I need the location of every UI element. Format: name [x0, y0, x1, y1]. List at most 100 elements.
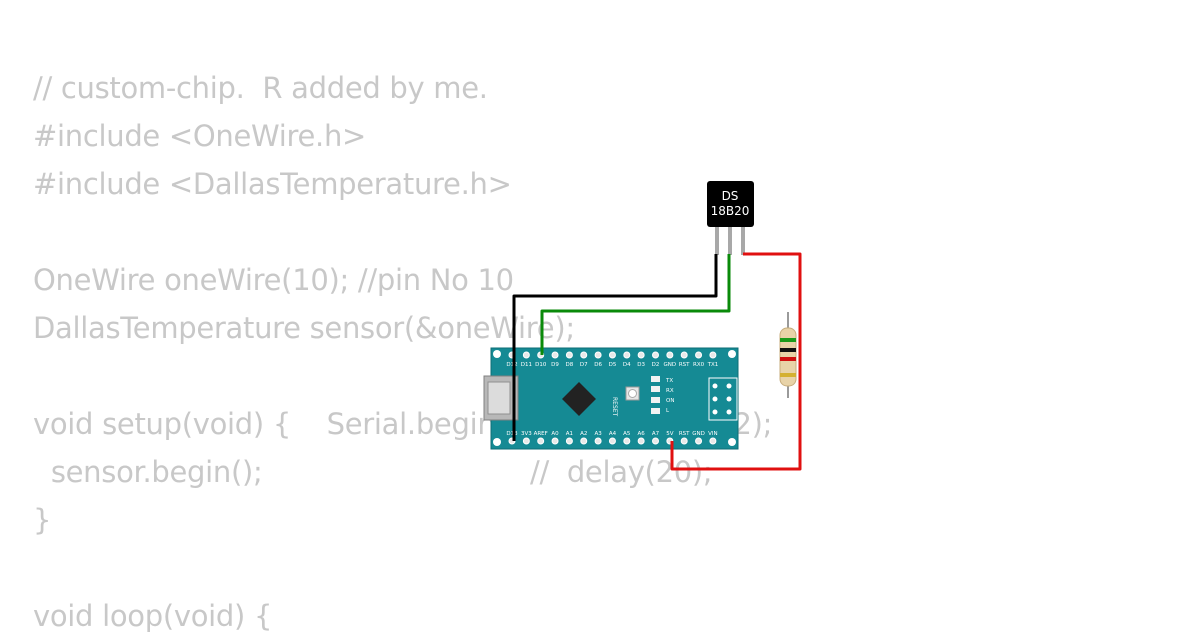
- led-rx: [651, 386, 660, 392]
- pin-label: D8: [566, 362, 574, 368]
- header-pin[interactable]: [551, 351, 559, 359]
- icsp-pin: [712, 409, 718, 415]
- header-pin[interactable]: [652, 351, 659, 359]
- pin-label: D6: [594, 362, 602, 368]
- pin-label: A1: [566, 431, 573, 437]
- header-pin[interactable]: [652, 437, 659, 445]
- resistor-band-green: [780, 338, 796, 342]
- resistor-band-red: [780, 357, 796, 361]
- header-pin[interactable]: [608, 437, 616, 445]
- pin-label: A4: [609, 431, 617, 437]
- mounting-hole: [493, 438, 501, 446]
- header-pin[interactable]: [680, 351, 688, 359]
- header-pin[interactable]: [565, 351, 573, 359]
- header-pin[interactable]: [709, 437, 717, 445]
- header-pin[interactable]: [565, 437, 573, 445]
- header-pin[interactable]: [623, 351, 631, 359]
- pin-label: D4: [623, 362, 631, 368]
- pin-label: D3: [637, 362, 645, 368]
- pin-label: D9: [551, 362, 559, 368]
- icsp-pin: [726, 383, 732, 389]
- pin-label: D7: [580, 362, 588, 368]
- pin-label: A6: [638, 431, 646, 437]
- led-label: RX: [666, 388, 674, 394]
- code-line: void loop(void) {: [33, 599, 273, 633]
- header-pin[interactable]: [537, 437, 545, 445]
- code-line: // custom-chip. R added by me.: [33, 71, 488, 105]
- icsp-pin: [712, 396, 718, 402]
- ds18b20-sensor[interactable]: [707, 181, 754, 255]
- pin-label: GND: [664, 362, 677, 368]
- sensor-label-line2: 18B20: [710, 204, 750, 218]
- header-pin[interactable]: [709, 351, 717, 359]
- pin-label: 3V3: [521, 431, 532, 437]
- usb-socket: [487, 381, 511, 415]
- pin-label: D5: [609, 362, 617, 368]
- pin-label: D12: [506, 362, 517, 368]
- mounting-hole: [493, 350, 501, 358]
- sensor-chip-label: DS 18B20: [707, 189, 753, 219]
- header-pin[interactable]: [695, 437, 703, 445]
- pin-label: RST: [679, 362, 690, 368]
- header-pin[interactable]: [637, 351, 645, 359]
- header-pin[interactable]: [551, 437, 559, 445]
- board-pcb: [490, 347, 739, 450]
- pin-label: D10: [535, 362, 547, 368]
- pin-label: RST: [679, 431, 690, 437]
- header-pin[interactable]: [594, 437, 602, 445]
- led-l: [651, 408, 660, 414]
- led-label: ON: [666, 398, 674, 404]
- header-pin[interactable]: [594, 351, 602, 359]
- icsp-pin: [712, 383, 718, 389]
- code-line: #include <DallasTemperature.h>: [33, 167, 512, 201]
- icsp-pin: [726, 409, 732, 415]
- wire-data[interactable]: [540, 254, 731, 355]
- reset-label: RESET: [611, 397, 618, 417]
- header-pin[interactable]: [522, 437, 530, 445]
- pin-label: A7: [652, 431, 660, 437]
- pin-label: VIN: [708, 431, 718, 437]
- code-line: sensor.begin(); // delay(20);: [33, 455, 713, 489]
- header-pin[interactable]: [666, 351, 674, 359]
- led-label: TX: [665, 378, 673, 384]
- pin-label: A3: [594, 431, 602, 437]
- pin-label: A2: [580, 431, 587, 437]
- pin-label: D11: [521, 362, 532, 368]
- mounting-hole: [728, 350, 736, 358]
- mounting-hole: [728, 438, 736, 446]
- pin-label: 5V: [666, 431, 673, 437]
- icsp-pin: [726, 396, 732, 402]
- header-pin[interactable]: [680, 437, 688, 445]
- resistor[interactable]: [779, 312, 797, 398]
- pin-label: RX0: [693, 362, 705, 368]
- header-pin[interactable]: [623, 437, 631, 445]
- pin-label: TX1: [707, 362, 719, 368]
- sensor-label-line1: DS: [721, 189, 739, 203]
- status-leds: [651, 376, 660, 414]
- header-pin[interactable]: [637, 437, 645, 445]
- led-on: [651, 397, 660, 403]
- resistor-band-black: [780, 348, 796, 352]
- header-pin[interactable]: [608, 351, 616, 359]
- led-tx: [651, 376, 660, 382]
- pin-label: GND: [692, 431, 705, 437]
- led-label: L: [666, 408, 670, 414]
- sensor-body: [707, 181, 754, 227]
- header-pin[interactable]: [695, 351, 703, 359]
- pin-label: D2: [652, 362, 660, 368]
- wire-ground[interactable]: [512, 254, 718, 441]
- code-line: OneWire oneWire(10); //pin No 10: [33, 263, 514, 297]
- reset-button-cap[interactable]: [628, 389, 637, 398]
- header-pin[interactable]: [522, 351, 530, 359]
- header-pin[interactable]: [580, 351, 588, 359]
- wire-power[interactable]: [670, 252, 802, 471]
- sensor-pin-data: [728, 225, 732, 255]
- pin-label: A0: [551, 431, 559, 437]
- code-line: #include <OneWire.h>: [33, 119, 367, 153]
- microcontroller-chip: [562, 382, 596, 416]
- header-pin[interactable]: [580, 437, 588, 445]
